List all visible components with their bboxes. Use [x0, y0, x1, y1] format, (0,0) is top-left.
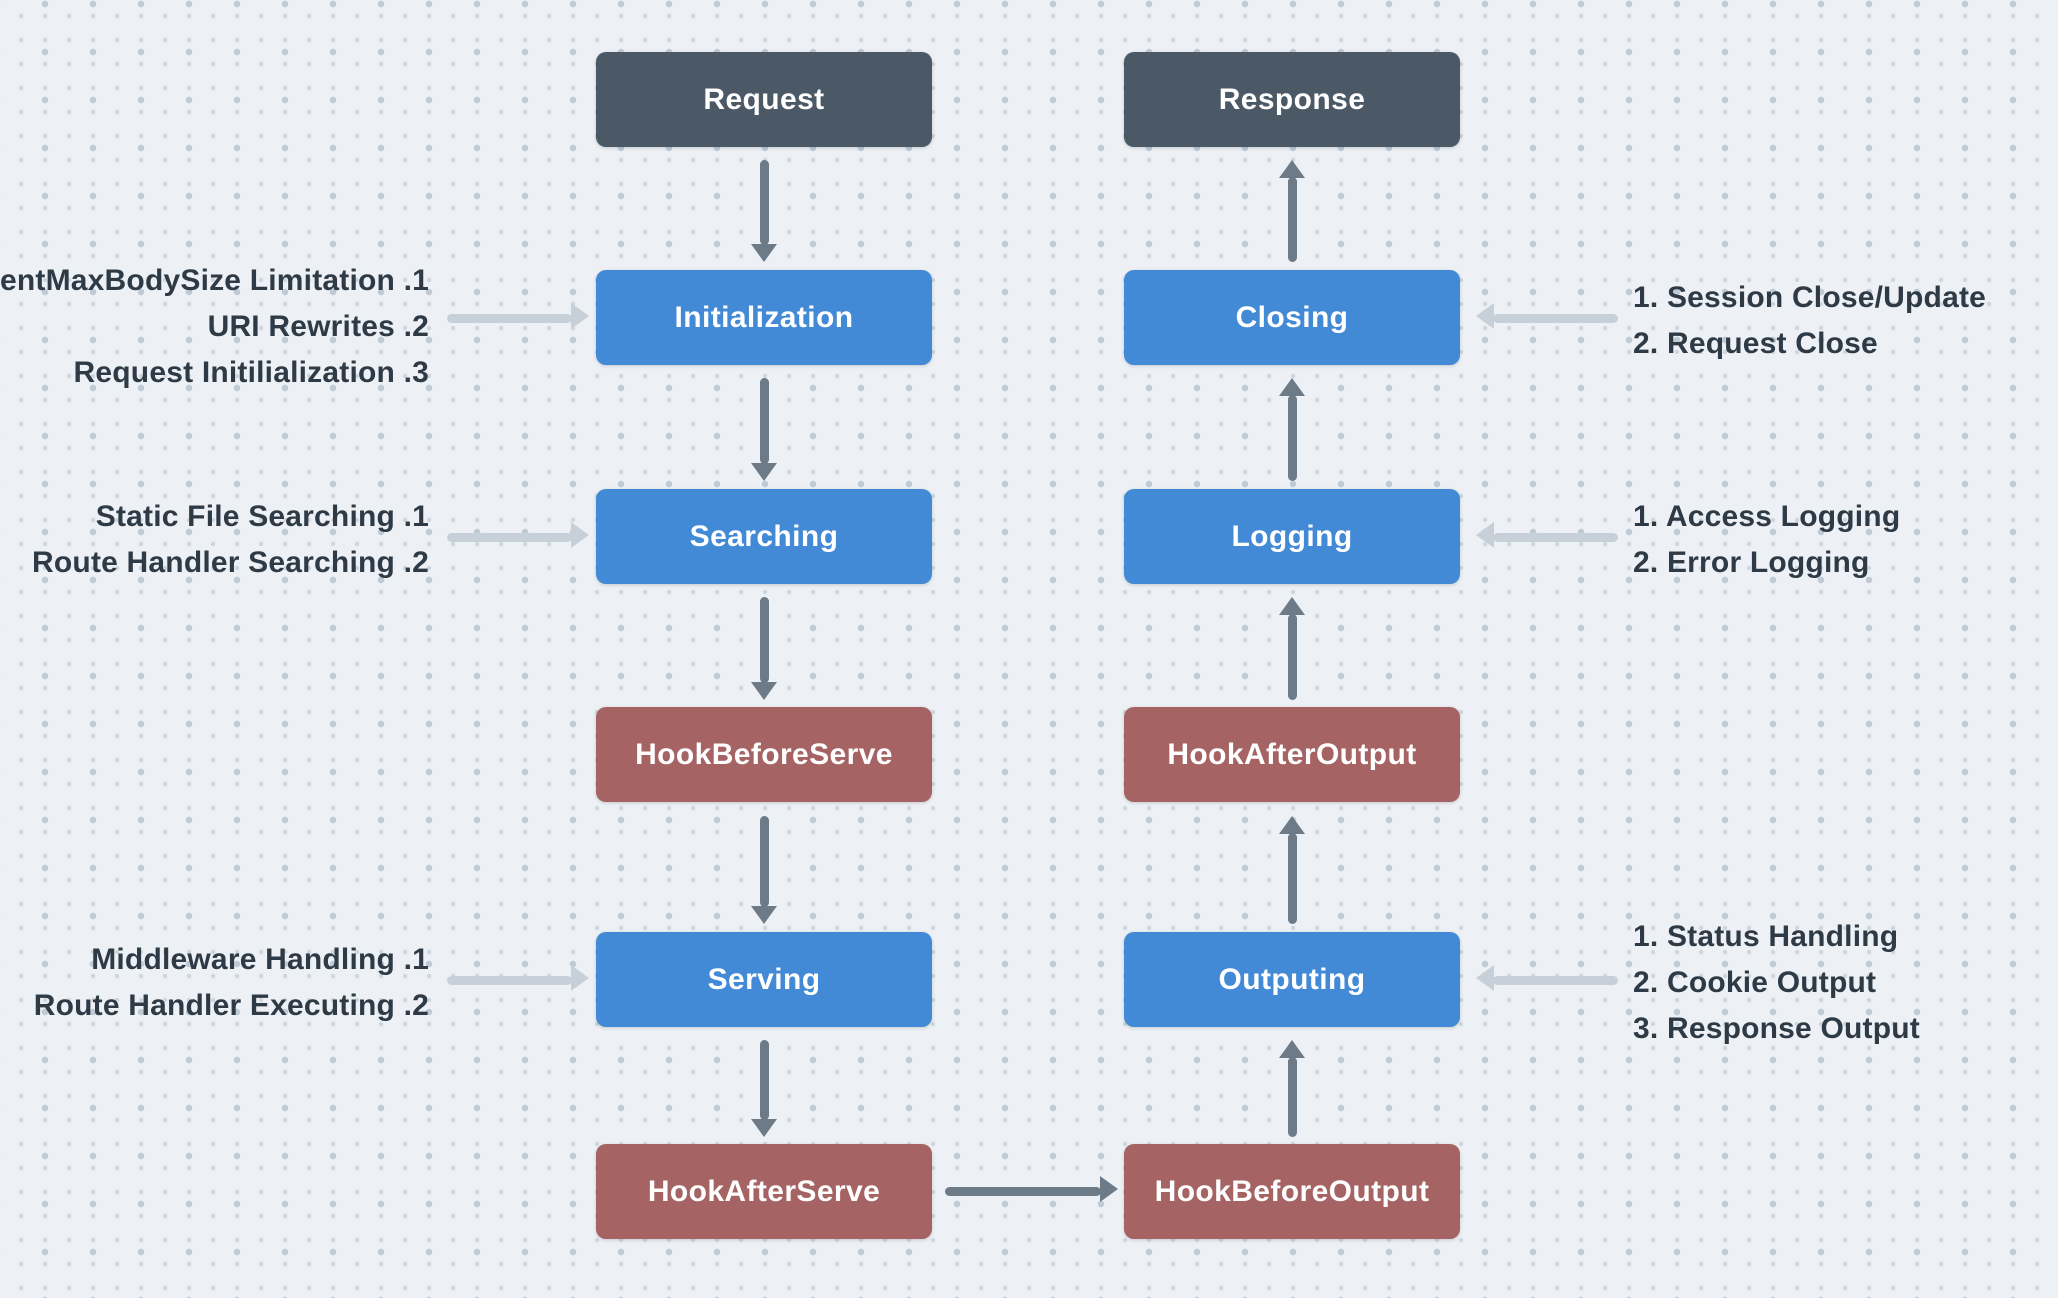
- note-line: Route Handler Searching .2: [32, 546, 429, 579]
- note-line: 2. Error Logging: [1633, 546, 1870, 579]
- note-arrow-serving: [447, 965, 589, 995]
- flow-arrow-outputing-to-hookafteroutput: [1279, 816, 1305, 924]
- arrow-right-icon: [1100, 1176, 1118, 1202]
- note-logging: 1. Access Logging 2. Error Logging: [1633, 494, 1900, 586]
- node-request: Request: [596, 52, 932, 147]
- note-line: ClientMaxBodySize Limitation .1: [0, 264, 429, 297]
- arrow-left-icon: [1476, 303, 1494, 329]
- node-searching: Searching: [596, 489, 932, 584]
- arrow-up-icon: [1279, 160, 1305, 178]
- flow-arrow-hookafteroutput-to-logging: [1279, 597, 1305, 700]
- note-line: 1. Access Logging: [1633, 500, 1901, 533]
- node-logging: Logging: [1124, 489, 1460, 584]
- note-closing: 1. Session Close/Update 2. Request Close: [1633, 275, 1986, 367]
- arrow-down-icon: [751, 906, 777, 924]
- node-initialization: Initialization: [596, 270, 932, 365]
- flow-arrow-logging-to-closing: [1279, 378, 1305, 481]
- note-initialization: ClientMaxBodySize Limitation .1 URI Rewr…: [0, 258, 429, 396]
- note-arrow-outputing: [1476, 965, 1618, 995]
- arrow-left-icon: [1476, 522, 1494, 548]
- note-line: Static File Searching .1: [95, 500, 429, 533]
- arrow-down-icon: [751, 463, 777, 481]
- note-line: Middleware Handling .1: [91, 943, 429, 976]
- note-line: Route Handler Executing .2: [33, 989, 429, 1022]
- note-arrow-initialization: [447, 303, 589, 333]
- flow-arrow-searching-to-hookbeforeserve: [751, 597, 777, 700]
- flow-arrow-hookafterserve-to-hookbeforeoutput: [945, 1176, 1118, 1206]
- node-hook-before-output: HookBeforeOutput: [1124, 1144, 1460, 1239]
- note-line: Request Initilialization .3: [73, 356, 429, 389]
- note-line: 2. Request Close: [1633, 327, 1878, 360]
- note-arrow-closing: [1476, 303, 1618, 333]
- flow-arrow-hookbeforeserve-to-serving: [751, 816, 777, 924]
- node-serving: Serving: [596, 932, 932, 1027]
- node-outputing: Outputing: [1124, 932, 1460, 1027]
- flow-arrow-initialization-to-searching: [751, 378, 777, 481]
- note-line: 1. Session Close/Update: [1633, 281, 1987, 314]
- node-hook-after-output: HookAfterOutput: [1124, 707, 1460, 802]
- node-hook-before-serve: HookBeforeServe: [596, 707, 932, 802]
- node-response: Response: [1124, 52, 1460, 147]
- arrow-up-icon: [1279, 1040, 1305, 1058]
- flow-arrow-serving-to-hookafterserve: [751, 1040, 777, 1137]
- arrow-down-icon: [751, 682, 777, 700]
- arrow-right-icon: [571, 303, 589, 329]
- note-line: 3. Response Output: [1633, 1012, 1920, 1045]
- node-hook-after-serve: HookAfterServe: [596, 1144, 932, 1239]
- arrow-up-icon: [1279, 378, 1305, 396]
- note-line: 1. Status Handling: [1633, 920, 1899, 953]
- flow-arrow-hookbeforeoutput-to-outputing: [1279, 1040, 1305, 1137]
- arrow-up-icon: [1279, 597, 1305, 615]
- flow-arrow-closing-to-response: [1279, 160, 1305, 262]
- arrow-up-icon: [1279, 816, 1305, 834]
- flow-arrow-request-to-initialization: [751, 160, 777, 262]
- note-serving: Middleware Handling .1 Route Handler Exe…: [34, 937, 429, 1029]
- arrow-right-icon: [571, 522, 589, 548]
- note-outputing: 1. Status Handling 2. Cookie Output 3. R…: [1633, 914, 1920, 1052]
- arrow-down-icon: [751, 1119, 777, 1137]
- arrow-left-icon: [1476, 965, 1494, 991]
- note-searching: Static File Searching .1 Route Handler S…: [32, 494, 429, 586]
- arrow-right-icon: [571, 965, 589, 991]
- note-line: URI Rewrites .2: [207, 310, 429, 343]
- arrow-down-icon: [751, 244, 777, 262]
- note-line: 2. Cookie Output: [1633, 966, 1877, 999]
- node-closing: Closing: [1124, 270, 1460, 365]
- note-arrow-searching: [447, 522, 589, 552]
- note-arrow-logging: [1476, 522, 1618, 552]
